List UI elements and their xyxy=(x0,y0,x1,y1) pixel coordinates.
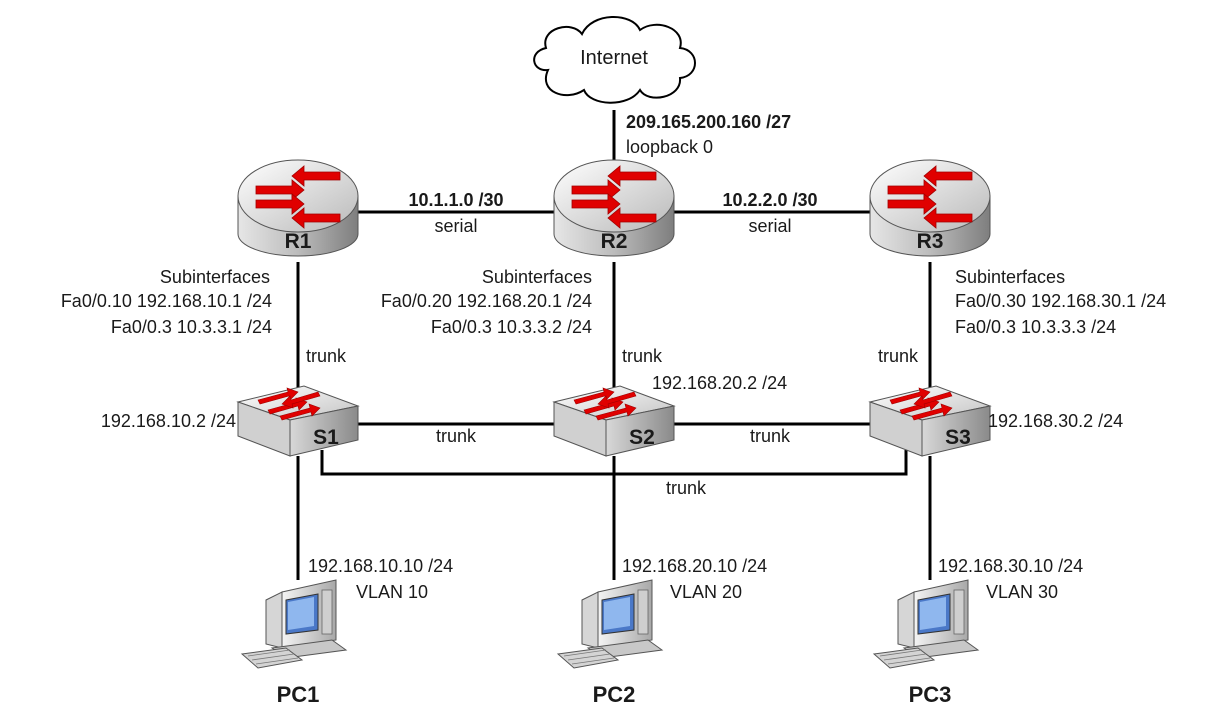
internet-label: Internet xyxy=(580,47,648,69)
pc1-ip: 192.168.10.10 /24 xyxy=(308,556,453,576)
switch-ip-s3: 192.168.30.2 /24 xyxy=(988,411,1123,431)
switch-label: S3 xyxy=(945,426,971,449)
connections xyxy=(296,110,932,580)
switch-ip-s1: 192.168.10.2 /24 xyxy=(101,411,236,431)
switch-label: S2 xyxy=(629,426,655,449)
subinterface-line-1: Fa0/0.10 192.168.10.1 /24 xyxy=(61,291,272,311)
router-r3[interactable]: R3 xyxy=(869,159,991,257)
trunk-label-s1-s3: trunk xyxy=(666,478,707,498)
switch-icon xyxy=(553,385,675,457)
serial-type-r1-r2: serial xyxy=(434,216,477,236)
trunk-label-s2-s3: trunk xyxy=(750,426,791,446)
pc-pc1[interactable]: PC1 xyxy=(241,579,347,707)
subinterface-line-1: Fa0/0.30 192.168.30.1 /24 xyxy=(955,291,1166,311)
subinterface-line-1: Fa0/0.20 192.168.20.1 /24 xyxy=(381,291,592,311)
pc-pc3[interactable]: PC3 xyxy=(873,579,979,707)
computer-icon xyxy=(873,579,979,669)
pc3-ip: 192.168.30.10 /24 xyxy=(938,556,1083,576)
subinterfaces-title: Subinterfaces xyxy=(482,267,592,287)
serial-network-r1-r2: 10.1.1.0 /30 xyxy=(408,190,503,210)
serial-network-r2-r3: 10.2.2.0 /30 xyxy=(722,190,817,210)
switch-ip-s2: 192.168.20.2 /24 xyxy=(652,373,787,393)
computer-icon xyxy=(557,579,663,669)
router-label: R1 xyxy=(285,230,312,253)
subinterface-line-2: Fa0/0.3 10.3.3.1 /24 xyxy=(111,317,272,337)
switch-s2[interactable]: S2 xyxy=(553,385,675,457)
internet-cloud: Internet xyxy=(533,16,696,104)
uplink-label-s1: trunk xyxy=(306,346,347,366)
subinterface-line-2: Fa0/0.3 10.3.3.2 /24 xyxy=(431,317,592,337)
r3-subinterfaces: Subinterfaces Fa0/0.30 192.168.30.1 /24 … xyxy=(955,267,1166,337)
uplink-label-s3: trunk xyxy=(878,346,919,366)
subinterfaces-title: Subinterfaces xyxy=(955,267,1065,287)
cloud-icon xyxy=(533,16,696,104)
switch-label: S1 xyxy=(313,426,339,449)
pc2-vlan: VLAN 20 xyxy=(670,582,742,602)
pc3-vlan: VLAN 30 xyxy=(986,582,1058,602)
serial-type-r2-r3: serial xyxy=(748,216,791,236)
switch-s3[interactable]: S3 xyxy=(869,385,991,457)
pc-label: PC1 xyxy=(277,682,320,707)
pc-pc2[interactable]: PC2 xyxy=(557,579,663,707)
router-label: R3 xyxy=(917,230,944,253)
switch-icon xyxy=(869,385,991,457)
switch-icon xyxy=(237,385,359,457)
r2-subinterfaces: Subinterfaces Fa0/0.20 192.168.20.1 /24 … xyxy=(381,267,592,337)
pc-label: PC3 xyxy=(909,682,952,707)
loopback-label: loopback 0 xyxy=(626,137,713,157)
uplink-label-s2: trunk xyxy=(622,346,663,366)
isp-network-label: 209.165.200.160 /27 xyxy=(626,112,791,132)
router-r2[interactable]: R2 xyxy=(553,159,675,257)
pc1-vlan: VLAN 10 xyxy=(356,582,428,602)
subinterfaces-title: Subinterfaces xyxy=(160,267,270,287)
pc-label: PC2 xyxy=(593,682,636,707)
computer-icon xyxy=(241,579,347,669)
pc2-ip: 192.168.20.10 /24 xyxy=(622,556,767,576)
r1-subinterfaces: Subinterfaces Fa0/0.10 192.168.10.1 /24 … xyxy=(61,267,272,337)
switch-s1[interactable]: S1 xyxy=(237,385,359,457)
trunk-label-s1-s2: trunk xyxy=(436,426,477,446)
subinterface-line-2: Fa0/0.3 10.3.3.3 /24 xyxy=(955,317,1116,337)
router-label: R2 xyxy=(601,230,628,253)
router-r1[interactable]: R1 xyxy=(237,159,359,257)
